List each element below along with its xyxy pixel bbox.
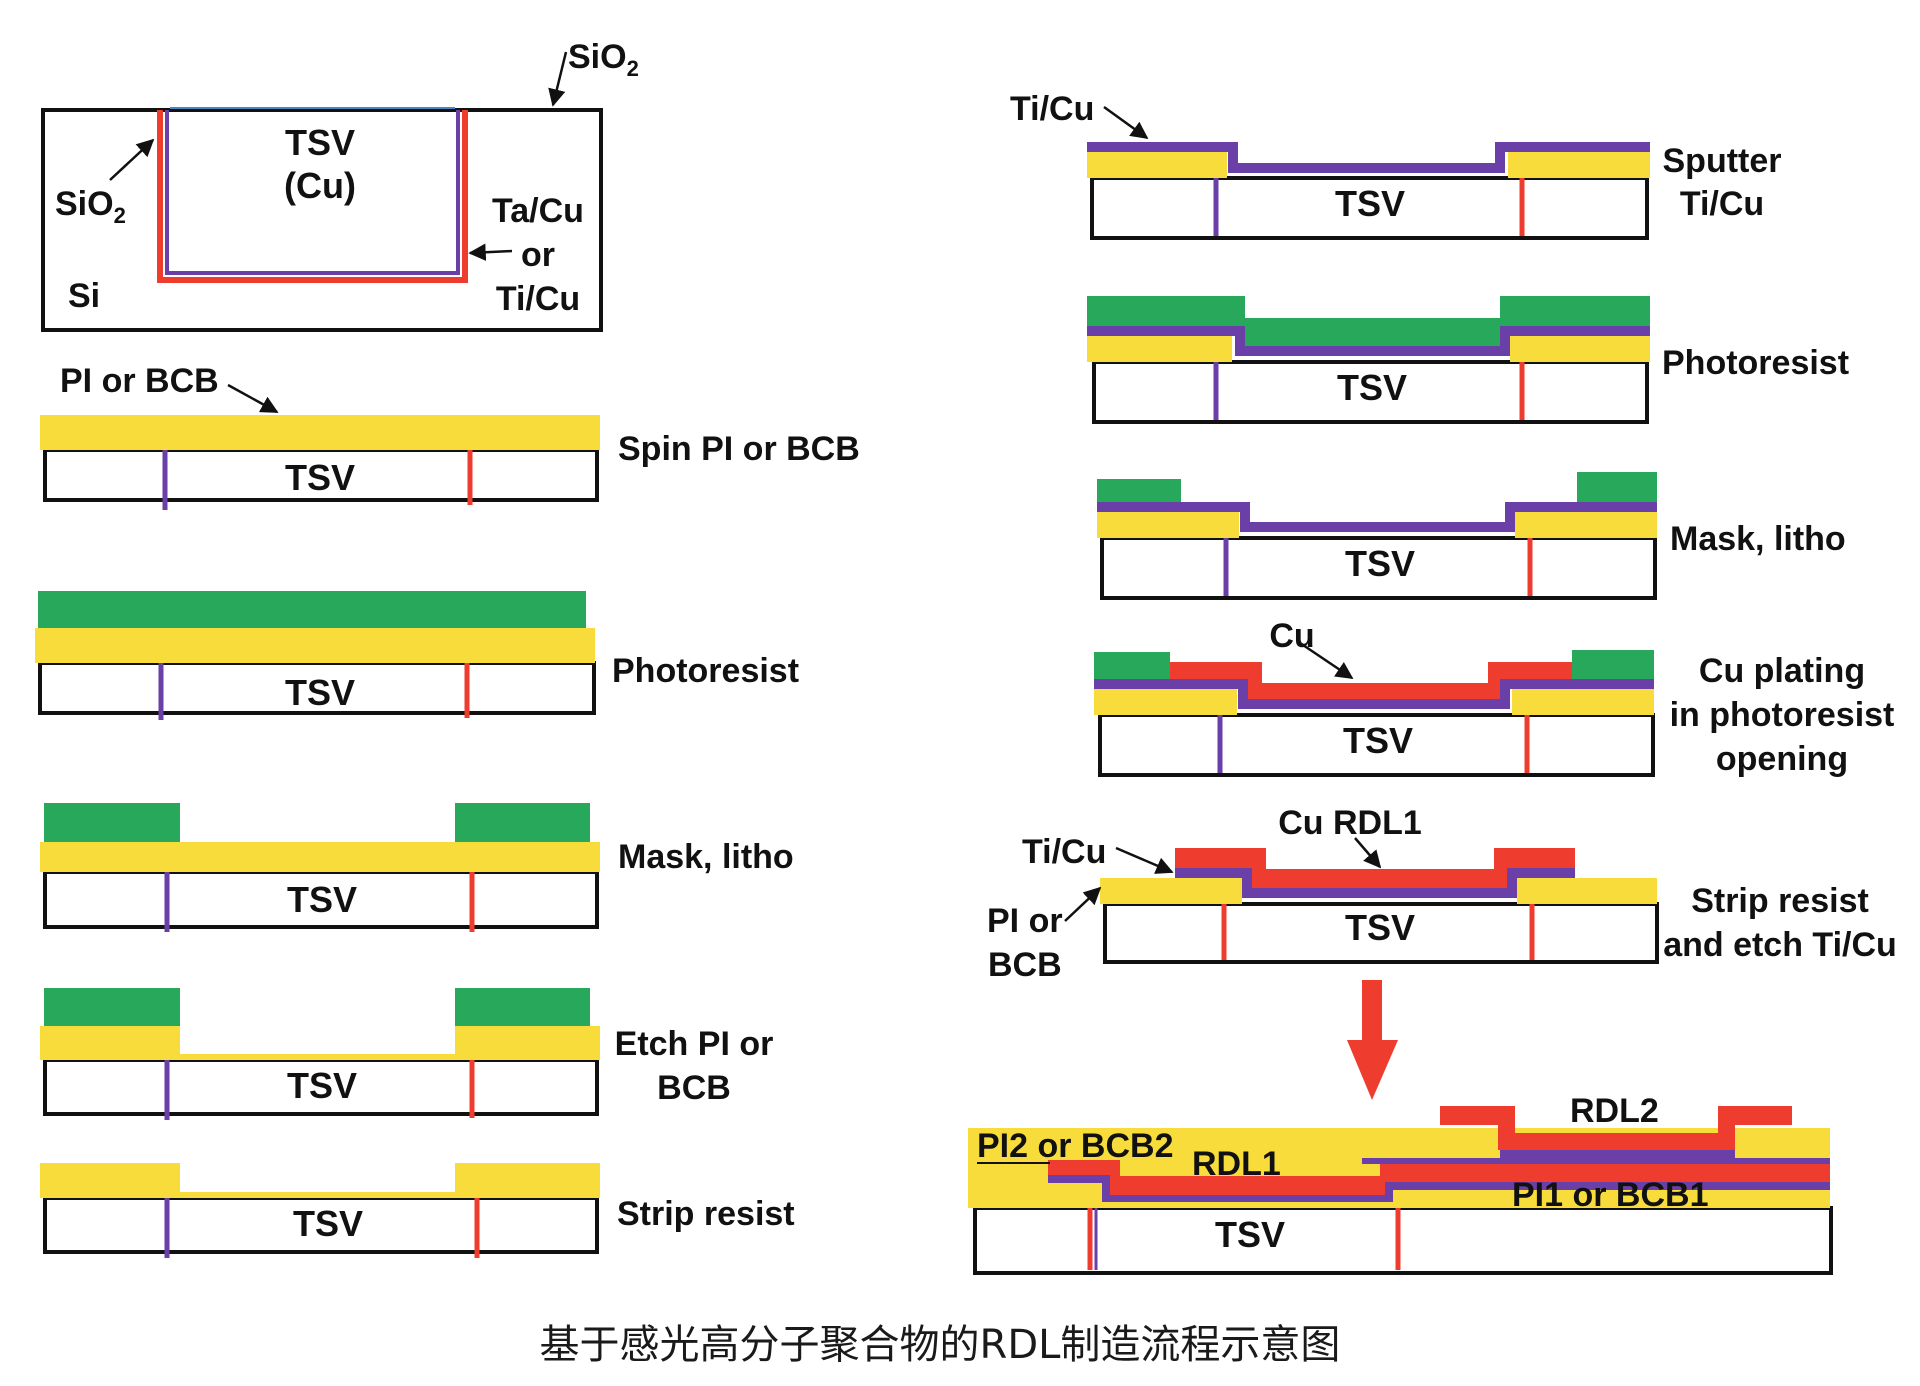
tsv-label: TSV xyxy=(285,457,355,498)
step-label-strip-1: Strip resist xyxy=(1691,882,1869,920)
step-label-photoresist: Photoresist xyxy=(612,652,799,690)
pi-bcb-arrow xyxy=(227,383,279,414)
sio2-top-label: SiO2 xyxy=(568,38,639,81)
step-cu-plating: TSV Cu Cu plating in photoresist opening xyxy=(1094,617,1894,778)
tsv-cross-section: TSV (Cu) SiO2 SiO2 Si Ta/Cu or Ti/Cu xyxy=(41,38,639,332)
ti-cu-arrow-2 xyxy=(1115,846,1174,874)
tsv-label: TSV xyxy=(1345,543,1415,584)
liner-label-2: or xyxy=(521,236,555,274)
sio2-left-label: SiO2 xyxy=(55,185,126,228)
final-tsv-label: TSV xyxy=(1215,1214,1285,1255)
step-photoresist-left: TSV Photoresist xyxy=(35,591,799,720)
bcb-callout: BCB xyxy=(988,946,1062,984)
liner-label-3: Ti/Cu xyxy=(496,280,580,318)
tsv-cu-label: (Cu) xyxy=(284,165,356,206)
tsv-label: TSV xyxy=(1345,907,1415,948)
step-label-sputter-2: Ti/Cu xyxy=(1680,185,1764,223)
rdl1-label: RDL1 xyxy=(1192,1145,1281,1183)
step-label-mask-litho: Mask, litho xyxy=(618,838,794,876)
tsv-label: TSV xyxy=(287,1065,357,1106)
sio2-top-arrow xyxy=(548,51,568,107)
tsv-label: TSV xyxy=(287,879,357,920)
big-down-arrow xyxy=(1347,980,1398,1100)
step-label-strip-resist: Strip resist xyxy=(617,1195,795,1233)
pi1-label: PI1 or BCB1 xyxy=(1512,1176,1709,1214)
step-label-sputter-1: Sputter xyxy=(1663,142,1782,180)
pi-or-arrow xyxy=(1064,886,1102,922)
pi2-label: PI2 or BCB2 xyxy=(977,1127,1174,1165)
step-label-plating-3: opening xyxy=(1716,740,1848,778)
pi-or-callout: PI or xyxy=(987,902,1063,940)
liner-label-1: Ta/Cu xyxy=(492,192,584,230)
tsv-label: TSV xyxy=(1337,367,1407,408)
rdl2-label: RDL2 xyxy=(1570,1092,1659,1130)
tsv-label: TSV xyxy=(1335,183,1405,224)
cu-rdl1-arrow xyxy=(1354,837,1382,869)
liner-arrow xyxy=(468,243,513,261)
ti-cu-callout-2: Ti/Cu xyxy=(1022,833,1106,871)
cu-arrow xyxy=(1299,641,1354,680)
ti-cu-callout: Ti/Cu xyxy=(1010,90,1094,128)
step-label-plating-1: Cu plating xyxy=(1699,652,1865,690)
step-spin-pi: TSV PI or BCB Spin PI or BCB xyxy=(40,362,860,510)
ti-cu-arrow xyxy=(1103,105,1149,140)
step-strip-etch: TSV Cu RDL1 Ti/Cu PI or BCB Strip resist… xyxy=(987,804,1897,984)
step-label-etch-2: BCB xyxy=(657,1069,731,1107)
si-label: Si xyxy=(68,277,100,315)
step-sputter: TSV Ti/Cu Sputter Ti/Cu xyxy=(1010,90,1782,240)
tsv-label: TSV xyxy=(1343,720,1413,761)
tsv-label: TSV xyxy=(293,1203,363,1244)
pi-bcb-callout: PI or BCB xyxy=(60,362,219,400)
step-strip-resist-left: TSV Strip resist xyxy=(40,1163,795,1258)
step-label-mask-litho-right: Mask, litho xyxy=(1670,520,1846,558)
step-etch-pi: TSV Etch PI or BCB xyxy=(40,988,773,1120)
step-label-plating-2: in photoresist xyxy=(1670,696,1895,734)
step-mask-litho-left: TSV Mask, litho xyxy=(40,803,794,932)
tsv-label: TSV xyxy=(285,122,355,163)
step-photoresist-right: TSV Photoresist xyxy=(1087,296,1849,424)
cu-rdl1-callout: Cu RDL1 xyxy=(1278,804,1422,842)
sio2-left-arrow xyxy=(109,138,155,181)
step-label-spin: Spin PI or BCB xyxy=(618,430,860,468)
step-label-photoresist-right: Photoresist xyxy=(1662,344,1849,382)
step-label-etch-1: Etch PI or xyxy=(615,1025,774,1063)
figure-caption: 基于感光高分子聚合物的RDL制造流程示意图 xyxy=(540,1322,1341,1368)
tsv-label: TSV xyxy=(285,672,355,713)
final-rdl-structure: TSV PI2 or BCB2 RDL1 RDL2 PI1 or BCB1 xyxy=(968,1092,1833,1275)
step-label-strip-2: and etch Ti/Cu xyxy=(1663,926,1897,964)
step-mask-litho-right: TSV Mask, litho xyxy=(1097,472,1846,600)
